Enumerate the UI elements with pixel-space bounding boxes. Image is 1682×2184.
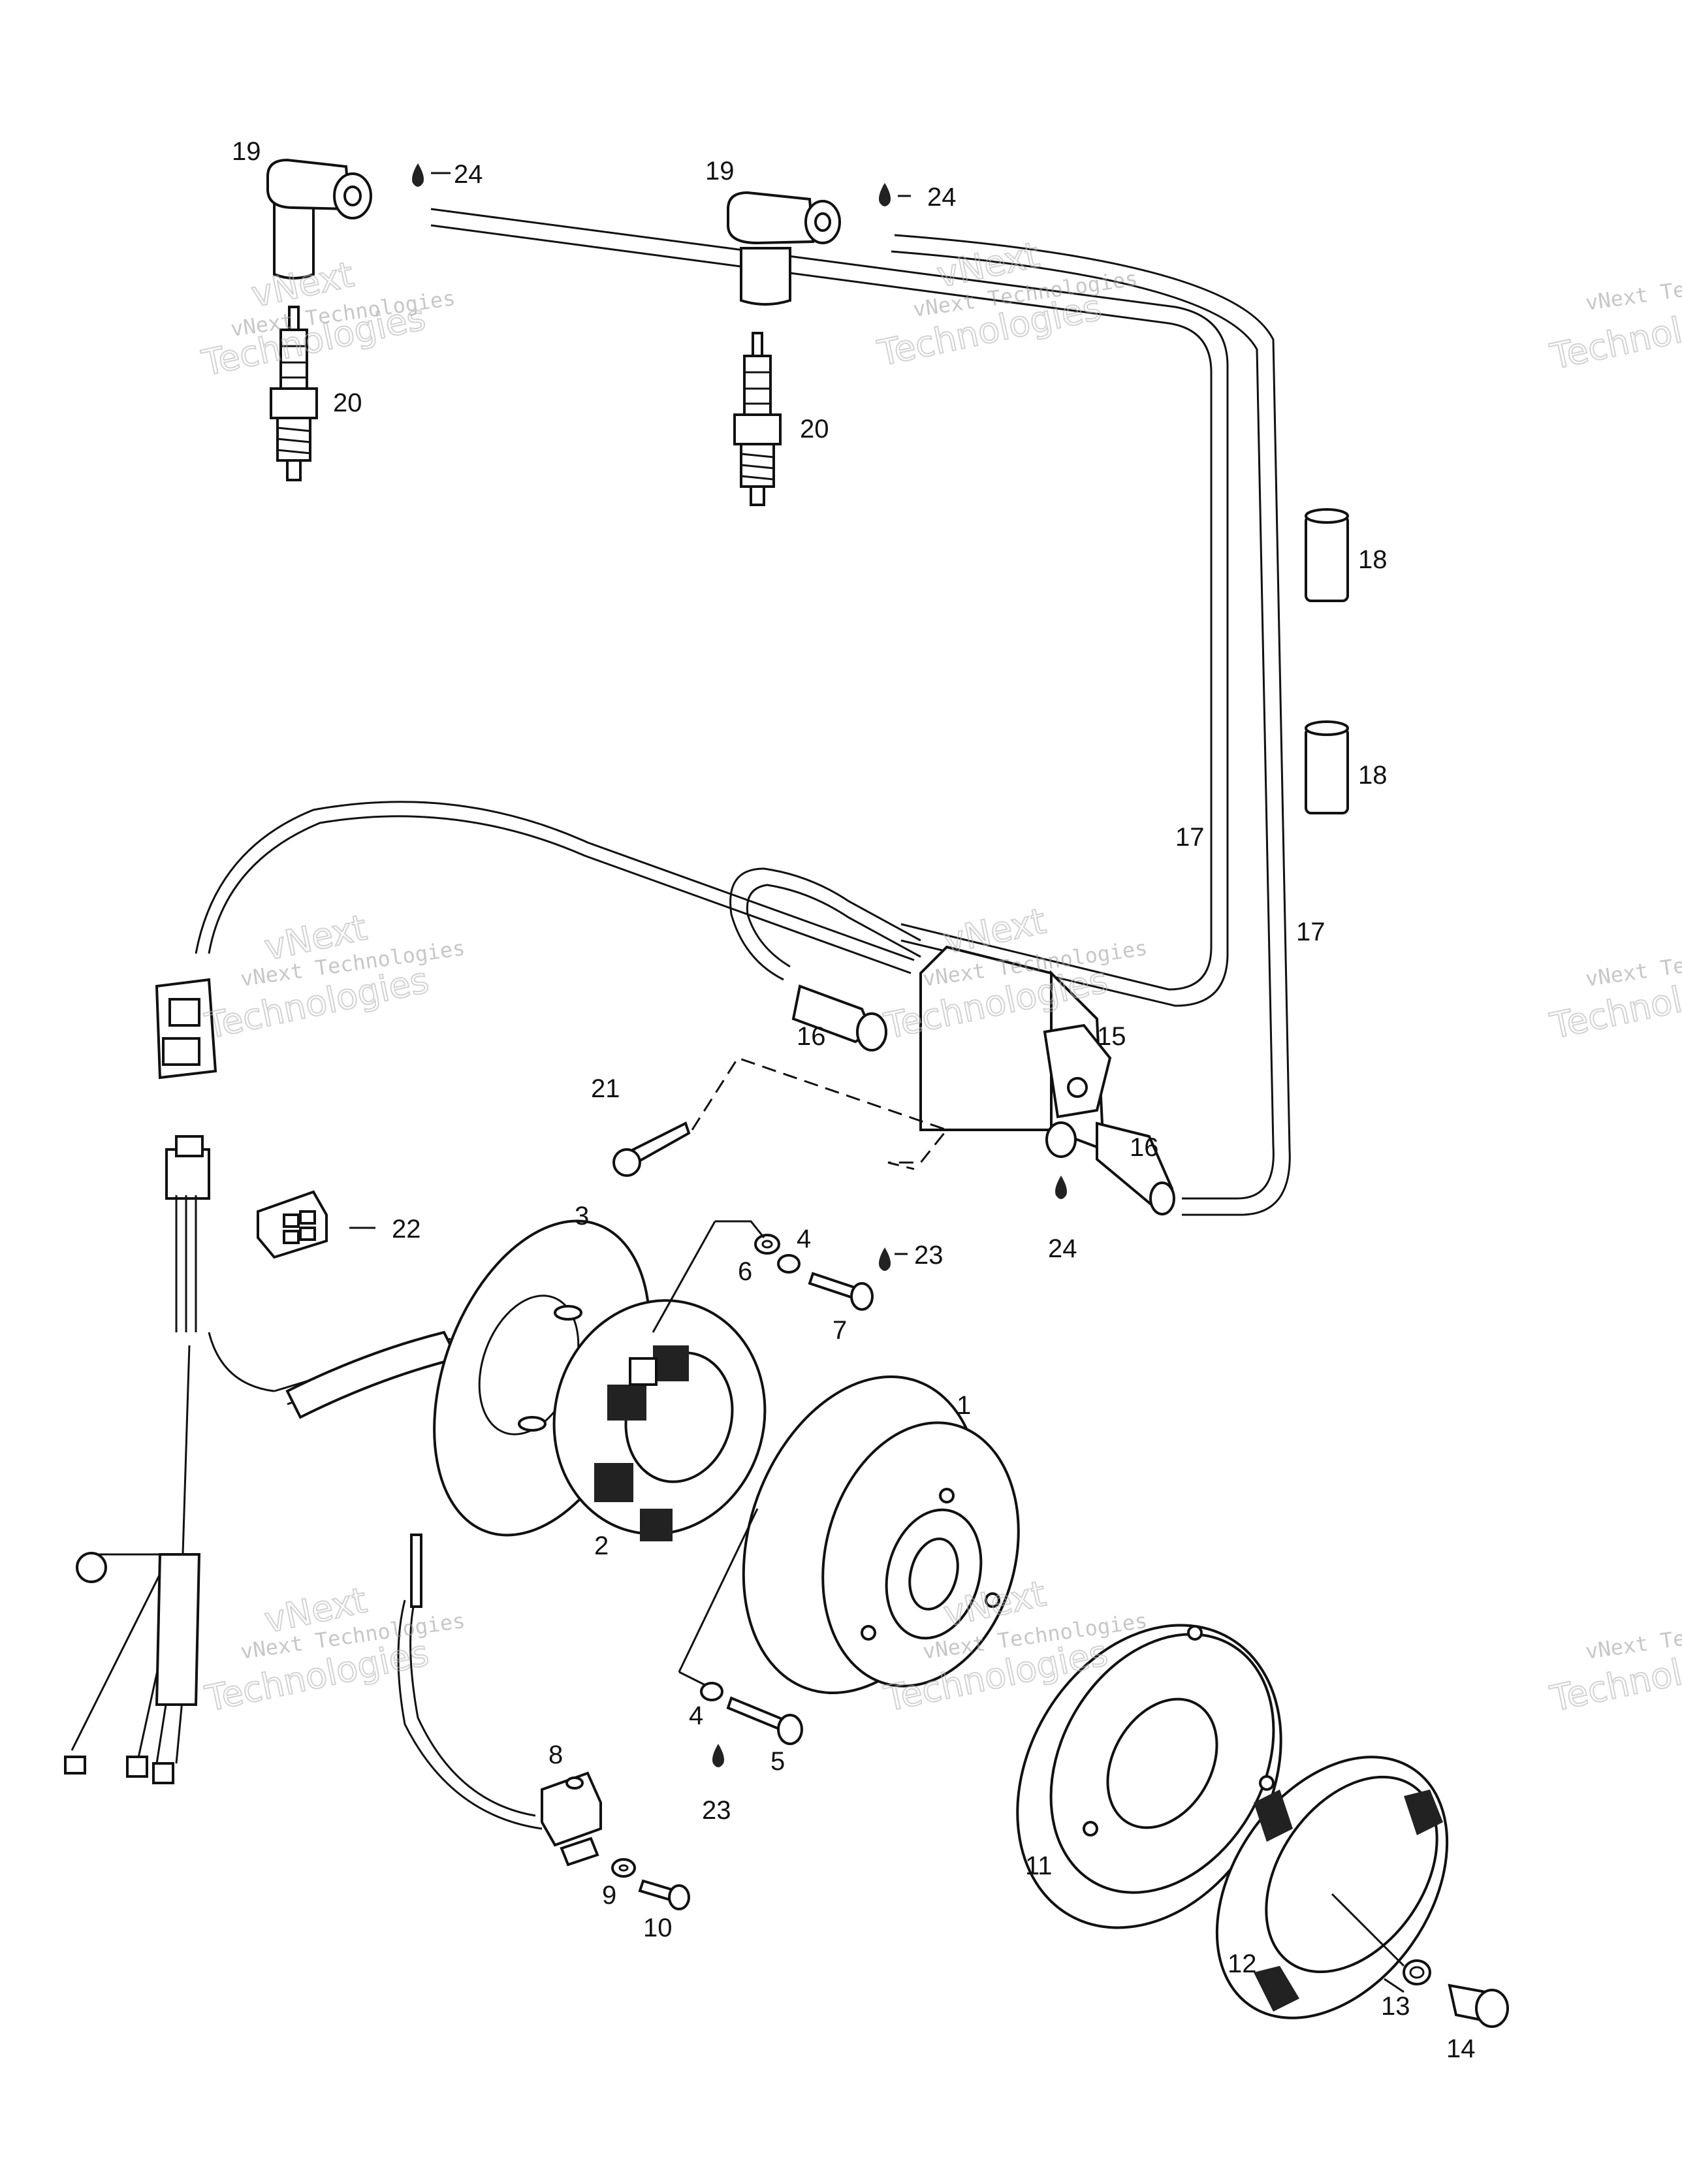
trigger-coil bbox=[397, 1534, 602, 1867]
ignition-coil bbox=[919, 945, 1112, 1158]
drop-icon bbox=[712, 1744, 724, 1767]
label-20-right: 20 bbox=[800, 415, 829, 443]
harness-connector-plug bbox=[155, 978, 217, 1200]
washer-9 bbox=[611, 1858, 636, 1878]
label-2: 2 bbox=[594, 1532, 609, 1560]
spark-boot-lower bbox=[1096, 1121, 1175, 1215]
label-6: 6 bbox=[738, 1257, 752, 1286]
svg-text:vNext Technologies: vNext Technologies bbox=[1584, 259, 1682, 315]
drop-icon bbox=[879, 183, 891, 206]
label-18-lower: 18 bbox=[1358, 761, 1388, 790]
harness-end-terminals bbox=[64, 1756, 174, 1784]
label-24-left: 24 bbox=[454, 160, 483, 189]
label-4-upper: 4 bbox=[797, 1225, 811, 1253]
screw-7 bbox=[808, 1272, 874, 1311]
label-16-lower: 16 bbox=[1130, 1133, 1159, 1162]
spark-plug-left bbox=[270, 306, 318, 481]
callout-dashes bbox=[431, 172, 911, 1255]
washer-6 bbox=[754, 1234, 780, 1255]
label-19-right: 19 bbox=[705, 157, 735, 185]
coil-mounting-screw bbox=[612, 1057, 949, 1177]
label-19-left: 19 bbox=[232, 137, 261, 166]
high-tension-wire-outer bbox=[891, 234, 1291, 1216]
label-3: 3 bbox=[575, 1202, 589, 1230]
label-23-upper: 23 bbox=[914, 1241, 944, 1270]
label-18-upper: 18 bbox=[1358, 545, 1388, 574]
wire-sleeve-lower bbox=[1305, 720, 1349, 814]
label-9: 9 bbox=[602, 1881, 616, 1910]
label-23-lower: 23 bbox=[702, 1796, 731, 1825]
label-4-lower: 4 bbox=[689, 1701, 703, 1730]
label-21: 21 bbox=[591, 1074, 620, 1103]
leader-lines bbox=[349, 1220, 1405, 1993]
lock-washer-13 bbox=[1403, 1959, 1431, 1985]
label-1: 1 bbox=[957, 1391, 971, 1420]
label-5: 5 bbox=[770, 1747, 785, 1776]
label-22: 22 bbox=[392, 1215, 421, 1244]
label-7: 7 bbox=[833, 1316, 847, 1345]
label-24-right: 24 bbox=[927, 183, 957, 212]
label-10: 10 bbox=[643, 1914, 673, 1942]
wire-sleeve-upper bbox=[1305, 508, 1349, 602]
harness-ring-terminal bbox=[76, 1552, 107, 1583]
spark-boot-upper bbox=[791, 984, 887, 1052]
screw-5 bbox=[726, 1696, 803, 1745]
screw-14 bbox=[1448, 1983, 1509, 2028]
label-8: 8 bbox=[548, 1741, 563, 1769]
spark-plug-cap-left bbox=[266, 158, 372, 280]
label-15: 15 bbox=[1097, 1022, 1126, 1051]
spark-plug-cap-right bbox=[727, 191, 841, 306]
lock-washer-4-upper bbox=[777, 1254, 801, 1274]
label-17-inner: 17 bbox=[1175, 823, 1205, 852]
flywheel bbox=[742, 1375, 1020, 1695]
label-14: 14 bbox=[1446, 2034, 1476, 2063]
spark-plug-right bbox=[733, 332, 782, 506]
drop-icon bbox=[879, 1247, 891, 1271]
drop-icon bbox=[412, 163, 424, 187]
stator bbox=[552, 1299, 767, 1541]
label-24-coil: 24 bbox=[1048, 1234, 1077, 1263]
label-12: 12 bbox=[1228, 1950, 1257, 1978]
screw-10 bbox=[638, 1879, 690, 1910]
lock-washer-4-lower bbox=[700, 1682, 723, 1701]
label-13: 13 bbox=[1381, 1992, 1410, 2021]
coil-primary-wire bbox=[729, 867, 921, 981]
label-16-upper: 16 bbox=[797, 1022, 826, 1051]
high-tension-wire-inner bbox=[430, 208, 1229, 1007]
starting-pulley bbox=[1016, 1624, 1282, 1929]
label-11: 11 bbox=[1025, 1852, 1053, 1880]
label-17-outer: 17 bbox=[1296, 918, 1325, 946]
label-20-left: 20 bbox=[333, 389, 362, 417]
connector-housing-22 bbox=[257, 1190, 328, 1259]
drop-icon bbox=[1055, 1176, 1067, 1199]
